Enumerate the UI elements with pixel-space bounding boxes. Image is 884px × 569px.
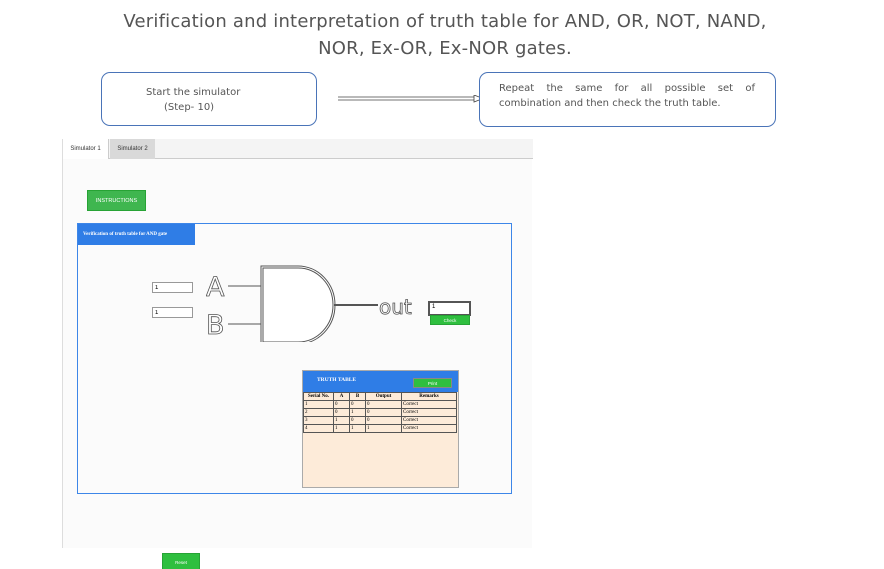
col-header-output: Output — [365, 392, 402, 401]
cell-output: 0 — [365, 416, 402, 425]
cell-b: 0 — [349, 416, 366, 425]
col-header-remarks: Remarks — [401, 392, 457, 401]
cell-remarks: Correct — [401, 424, 457, 433]
instructions-button[interactable]: INSTRUCTIONS — [87, 190, 146, 211]
col-header-a: A — [333, 392, 350, 401]
page-title-line1: Verification and interpretation of truth… — [123, 11, 767, 32]
input-a-field[interactable] — [152, 282, 193, 293]
table-row: 1 0 0 0 Correct — [303, 400, 457, 409]
panel-heading: Verification of truth table for AND gate — [78, 224, 195, 245]
cell-output: 1 — [365, 424, 402, 433]
cell-b: 1 — [349, 424, 366, 433]
tab-simulator-1[interactable]: Simulator 1 — [63, 139, 109, 159]
cell-serial: 2 — [303, 408, 334, 417]
repeat-note: Repeat the same for all possible set of … — [479, 72, 776, 127]
page-title-line2: NOR, Ex-OR, Ex-NOR gates. — [318, 38, 572, 59]
cell-serial: 1 — [303, 400, 334, 409]
col-header-serial: Serial No. — [303, 392, 334, 401]
truth-table-panel: TRUTH TABLE Print Serial No. A B Output … — [302, 370, 459, 488]
simulator-frame: Simulator 1 Simulator 2 INSTRUCTIONS Ver… — [62, 139, 533, 569]
cell-a: 0 — [333, 408, 350, 417]
and-gate-icon: A B out — [206, 265, 412, 342]
check-button[interactable]: Check — [430, 315, 470, 325]
gate-label-b: B — [206, 310, 225, 341]
cell-remarks: Correct — [401, 416, 457, 425]
cell-b: 0 — [349, 400, 366, 409]
gate-label-a: A — [206, 272, 225, 303]
output-field[interactable]: 1 — [428, 301, 471, 316]
arrow-icon — [338, 95, 484, 103]
start-simulator-note: Start the simulator (Step- 10) — [101, 72, 317, 126]
truth-table-header: TRUTH TABLE Print — [303, 371, 458, 392]
cell-a: 1 — [333, 416, 350, 425]
table-row: 4 1 1 1 Correct — [303, 424, 457, 433]
tab-simulator-2[interactable]: Simulator 2 — [110, 139, 155, 159]
truth-table: Serial No. A B Output Remarks 1 0 0 0 Co… — [303, 392, 457, 433]
cell-b: 1 — [349, 408, 366, 417]
truth-table-title: TRUTH TABLE — [317, 377, 357, 383]
gate-label-out: out — [379, 295, 412, 319]
start-note-line1: Start the simulator — [146, 87, 241, 98]
and-gate-panel: Verification of truth table for AND gate… — [77, 223, 512, 569]
cell-output: 0 — [365, 400, 402, 409]
cell-remarks: Correct — [401, 408, 457, 417]
table-row: 2 0 1 0 Correct — [303, 408, 457, 417]
page-title: Verification and interpretation of truth… — [60, 8, 830, 62]
cell-serial: 4 — [303, 424, 334, 433]
tab-bar: Simulator 1 Simulator 2 — [63, 139, 533, 159]
table-row: 3 1 0 0 Correct — [303, 416, 457, 425]
col-header-b: B — [349, 392, 366, 401]
cell-remarks: Correct — [401, 400, 457, 409]
start-note-line2: (Step- 10) — [164, 102, 215, 113]
cell-serial: 3 — [303, 416, 334, 425]
print-button[interactable]: Print — [413, 378, 452, 388]
reset-button[interactable]: Reset — [162, 553, 200, 569]
input-b-field[interactable] — [152, 307, 193, 318]
cell-a: 1 — [333, 424, 350, 433]
cell-output: 0 — [365, 408, 402, 417]
cell-a: 0 — [333, 400, 350, 409]
